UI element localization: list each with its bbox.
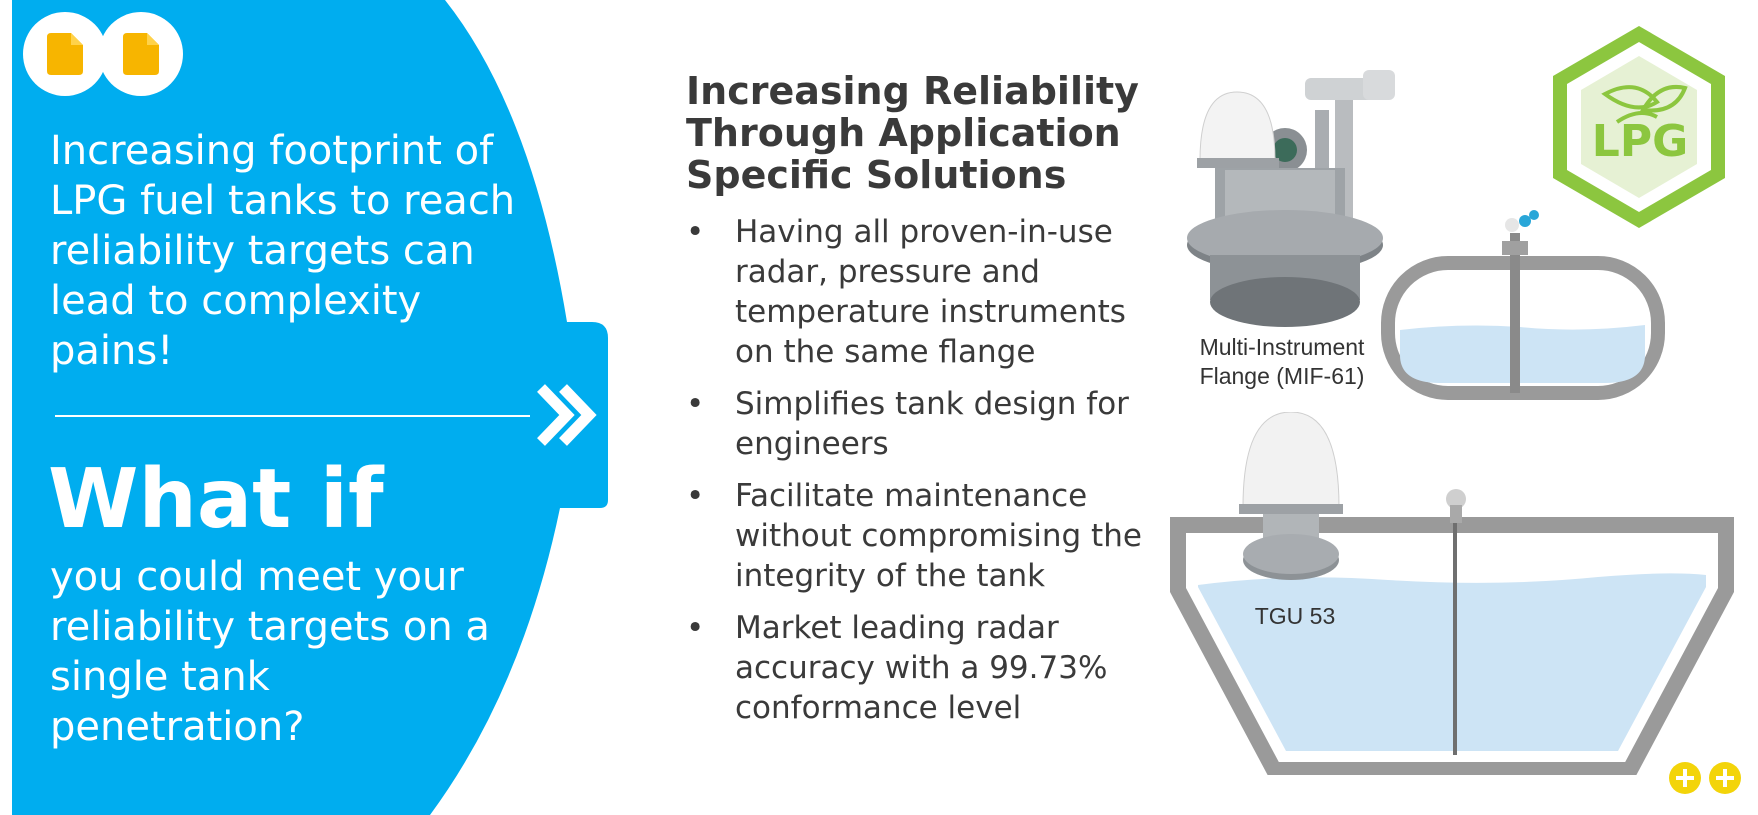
bullet: • (686, 214, 705, 250)
what-if-heading: What if (48, 452, 384, 547)
document-button-2[interactable] (99, 12, 183, 96)
bullet: • (686, 386, 705, 422)
list-item: • Simplifies tank design for engineers (686, 384, 1156, 464)
tgu53-gauge-image (1239, 412, 1343, 580)
list-item: • Facilitate maintenance without compromi… (686, 476, 1156, 596)
bullet: • (686, 478, 705, 514)
bullet-text: Facilitate maintenance without compromis… (735, 478, 1142, 594)
question-text: you could meet your reliability targets … (50, 554, 490, 750)
document-button-1[interactable] (23, 12, 107, 96)
benefit-list: • Having all proven-in-use radar, pressur… (686, 212, 1156, 740)
plus-icon (1676, 769, 1694, 787)
add-button-2[interactable] (1709, 762, 1741, 794)
bullet: • (686, 610, 705, 646)
list-item: • Market leading radar accuracy with a 99… (686, 608, 1156, 728)
intro-text: Increasing footprint of LPG fuel tanks t… (50, 128, 516, 374)
next-chevron-button[interactable] (533, 380, 603, 450)
bullet-text: Having all proven-in-use radar, pressure… (735, 214, 1126, 370)
tank-probe-image (1446, 489, 1466, 523)
large-tank-diagram (1170, 515, 1734, 775)
mif-caption: Multi-Instrument Flange (MIF-61) (1199, 334, 1365, 389)
solutions-title: Increasing Reliability Through Applicati… (686, 69, 1139, 197)
document-icon (123, 33, 159, 75)
multi-instrument-flange-image (1187, 70, 1395, 327)
lpg-logo-text: LPG (1591, 116, 1689, 167)
add-button-1[interactable] (1669, 762, 1701, 794)
bullet-text: Market leading radar accuracy with a 99.… (735, 610, 1108, 726)
divider-line (55, 415, 530, 417)
document-icon (47, 33, 83, 75)
list-item: • Having all proven-in-use radar, pressur… (686, 212, 1156, 372)
bullet-text: Simplifies tank design for engineers (735, 386, 1129, 462)
tgu-caption: TGU 53 (1254, 603, 1336, 629)
blue-shape-panel (0, 0, 618, 815)
plus-icon (1716, 769, 1734, 787)
double-chevron-right-icon (537, 384, 597, 446)
lpg-logo (1553, 26, 1725, 228)
small-tank-diagram (1381, 210, 1665, 400)
